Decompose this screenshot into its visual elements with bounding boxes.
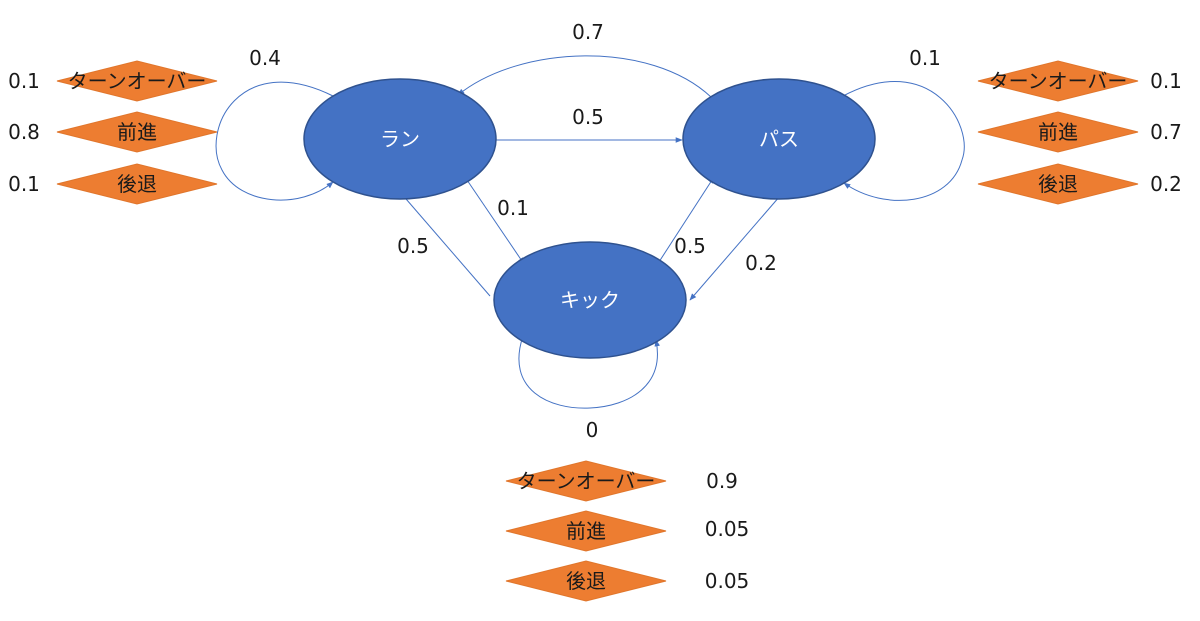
edge-kick-to-run bbox=[399, 191, 491, 297]
edge-pass-to-kick bbox=[689, 195, 781, 301]
kick-outcome-turnover-label: ターンオーバー bbox=[517, 469, 656, 493]
label-kick-to-kick: 0 bbox=[586, 418, 599, 442]
label-kick-to-pass: 0.5 bbox=[674, 234, 706, 258]
run-outcome-advance-prob: 0.8 bbox=[8, 120, 40, 144]
kick-outcome-turnover-diamond bbox=[505, 460, 667, 502]
run-outcome-turnover-label: ターンオーバー bbox=[68, 69, 207, 93]
node-pass-label: パス bbox=[759, 127, 799, 151]
label-pass-to-kick: 0.2 bbox=[745, 251, 777, 275]
pass-outcome-advance-prob: 0.7 bbox=[1150, 120, 1182, 144]
run-outcome-retreat-prob: 0.1 bbox=[8, 172, 40, 196]
pass-outcome-retreat-diamond bbox=[977, 163, 1139, 205]
kick-outcome-advance-diamond bbox=[505, 510, 667, 552]
label-run-to-pass: 0.5 bbox=[572, 105, 604, 129]
node-kick: キック bbox=[493, 241, 687, 359]
kick-outcome-advance-label: 前進 bbox=[566, 519, 606, 543]
pass-outcome-retreat-prob: 0.2 bbox=[1150, 172, 1182, 196]
run-outcome-retreat-label: 後退 bbox=[117, 172, 157, 196]
pass-outcome-advance-label: 前進 bbox=[1038, 120, 1078, 144]
node-run-label: ラン bbox=[380, 127, 420, 151]
run-outcome-turnover-prob: 0.1 bbox=[8, 69, 40, 93]
pass-outcomes: ターンオーバー 0.1 前進 0.7 後退 0.2 bbox=[977, 60, 1182, 205]
kick-outcome-turnover-prob: 0.9 bbox=[706, 469, 738, 493]
kick-outcome-retreat-diamond bbox=[505, 560, 667, 602]
pass-outcome-turnover-label: ターンオーバー bbox=[989, 69, 1128, 93]
run-outcome-turnover-diamond bbox=[56, 60, 218, 102]
run-outcome-retreat-diamond bbox=[56, 163, 218, 205]
pass-outcome-turnover-diamond bbox=[977, 60, 1139, 102]
label-run-to-run: 0.4 bbox=[249, 46, 281, 70]
kick-outcome-retreat-label: 後退 bbox=[566, 569, 606, 593]
pass-outcome-retreat-label: 後退 bbox=[1038, 172, 1078, 196]
edge-kick-to-pass bbox=[656, 176, 715, 266]
kick-outcomes: ターンオーバー 0.9 前進 0.05 後退 0.05 bbox=[505, 460, 750, 602]
run-outcome-advance-diamond bbox=[56, 111, 218, 153]
edge-pass-to-pass bbox=[842, 81, 965, 201]
pass-outcome-turnover-prob: 0.1 bbox=[1150, 69, 1182, 93]
label-pass-to-pass: 0.1 bbox=[909, 46, 941, 70]
run-outcomes: ターンオーバー 0.1 前進 0.8 後退 0.1 bbox=[8, 60, 218, 205]
label-pass-to-run: 0.7 bbox=[572, 20, 604, 44]
label-run-to-kick: 0.1 bbox=[497, 196, 529, 220]
node-kick-label: キック bbox=[560, 288, 620, 312]
kick-outcome-advance-prob: 0.05 bbox=[705, 517, 750, 541]
label-kick-to-run: 0.5 bbox=[397, 234, 429, 258]
run-outcome-advance-label: 前進 bbox=[117, 120, 157, 144]
edge-kick-to-kick bbox=[518, 335, 660, 409]
node-pass-shape bbox=[682, 78, 876, 200]
node-pass: パス bbox=[682, 78, 876, 200]
edge-pass-to-run bbox=[457, 55, 712, 98]
edge-run-to-kick bbox=[466, 179, 525, 265]
node-run-shape bbox=[303, 78, 497, 200]
pass-outcome-advance-diamond bbox=[977, 111, 1139, 153]
kick-outcome-retreat-prob: 0.05 bbox=[705, 569, 750, 593]
edge-run-to-run bbox=[215, 81, 334, 201]
node-run: ラン bbox=[303, 78, 497, 200]
node-kick-shape bbox=[493, 241, 687, 359]
